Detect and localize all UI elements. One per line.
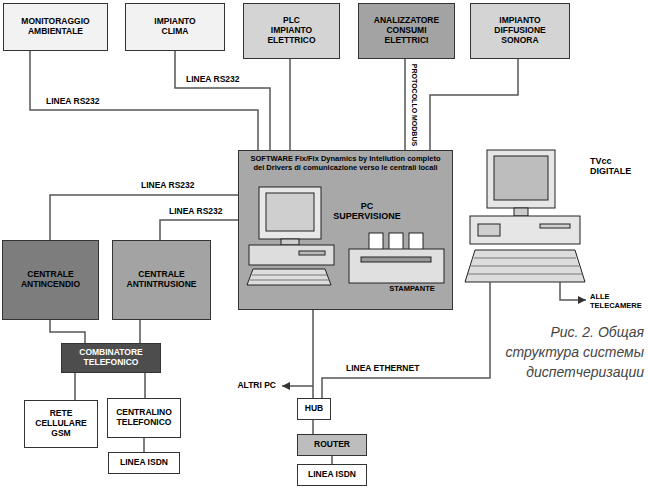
connector [30, 51, 258, 150]
system-box: ANALIZZATORE CONSUMI ELETTRICI [358, 3, 455, 59]
keyboard-keys [468, 258, 582, 274]
note-label: LINEA ETHERNET [345, 364, 420, 374]
system-box: PLC IMPIANTO ELETTRICO [243, 3, 340, 59]
drive-slot [478, 224, 500, 236]
box-label: CENTRALE ANTINCENDIO [8, 270, 93, 290]
supervision-panel: SOFTWARE Fix/Fix Dynamics by Intellution… [238, 150, 453, 310]
connector [312, 310, 314, 398]
monitor-screen [266, 193, 314, 231]
tvcc-computer [465, 150, 585, 282]
box-label: ANALIZZATORE CONSUMI ELETTRICI [367, 16, 447, 45]
keyboard [465, 250, 585, 282]
text-slot: SOFTWARE Fix/Fix Dynamics by Intellution… [245, 155, 446, 172]
paper-sheet [389, 233, 403, 251]
text-slot: PC SUPERVISIONE [331, 201, 403, 222]
keyboard [247, 269, 331, 285]
monitor [487, 150, 555, 208]
system-box: CENTRALINO TELEFONICO [107, 398, 181, 438]
box-label: COMBINATORE TELEFONICO [67, 348, 155, 368]
system-box: RETE CELLULARE GSM [24, 400, 98, 448]
box-label: LINEA ISDN [120, 458, 168, 468]
connector [430, 59, 518, 150]
monitor-screen [494, 156, 548, 200]
text-slot: PROTOCOLLO MODBUS [410, 63, 418, 145]
connector [289, 59, 291, 150]
printer-label: STAMPANTE [379, 285, 445, 294]
drive-slot [299, 251, 325, 255]
connector [312, 420, 314, 434]
note-label: ALTRI PC [226, 381, 276, 391]
system-box: CENTRALE ANTINTRUSIONE [112, 240, 211, 320]
text-slot: Рис. 2. Общая структура системы диспетче… [500, 322, 644, 382]
connector [139, 320, 141, 343]
figure-caption: Рис. 2. Общая структура системы диспетче… [500, 322, 644, 382]
system-box: CENTRALE ANTINCENDIO [2, 240, 99, 320]
telecamere-arrow [560, 282, 586, 300]
altri-pc-arrow [282, 385, 313, 387]
text-slot: TVcc DIGITALE [590, 156, 645, 177]
text-slot: ALTRI PC [226, 381, 276, 391]
box-label: PLC IMPIANTO ELETTRICO [264, 16, 320, 45]
box-label: RETE CELLULARE GSM [30, 409, 92, 438]
box-label: CENTRALINO TELEFONICO [113, 408, 175, 428]
text-slot: LINEA RS232 [168, 207, 224, 217]
line-label: PROTOCOLLO MODBUS [410, 63, 418, 145]
text-slot: STAMPANTE [379, 285, 445, 294]
drive-slot [540, 224, 570, 228]
system-box: MONITORAGGIO AMBIENTALE [3, 3, 108, 51]
box-label: CENTRALE ANTINTRUSIONE [118, 270, 205, 290]
note-label: TVcc DIGITALE [590, 156, 645, 177]
pc-label: PC SUPERVISIONE [331, 201, 403, 222]
system-box: LINEA ISDN [297, 464, 367, 486]
line-label: LINEA RS232 [140, 181, 196, 191]
computer-case [249, 245, 334, 265]
connector [175, 51, 270, 150]
line-label: LINEA RS232 [168, 207, 224, 217]
paper-sheet [369, 233, 383, 251]
box-label: ROUTER [314, 440, 350, 450]
connector [74, 373, 76, 400]
text-slot: LINEA RS232 [140, 181, 196, 191]
system-box: LINEA ISDN [108, 452, 180, 474]
text-slot: ALLE TELECAMERE [590, 293, 646, 310]
connector [160, 220, 238, 240]
paper-sheet [409, 233, 423, 251]
connector [404, 59, 406, 150]
system-box: IMPIANTO DIFFUSIONE SONORA [470, 3, 570, 59]
keyboard-keys [250, 275, 329, 280]
note-label: ALLE TELECAMERE [590, 293, 646, 310]
connector [143, 438, 145, 452]
box-label: HUB [305, 404, 323, 414]
box-label: MONITORAGGIO AMBIENTALE [16, 17, 96, 37]
box-label: IMPIANTO DIFFUSIONE SONORA [487, 16, 553, 45]
connector [144, 373, 146, 398]
connector [50, 320, 85, 343]
line-label: LINEA RS232 [45, 97, 101, 107]
printer-slot [361, 257, 431, 262]
text-slot: LINEA ETHERNET [345, 364, 420, 374]
system-box: HUB [297, 398, 331, 420]
box-label: LINEA ISDN [308, 470, 356, 480]
connector [331, 456, 333, 464]
system-box: COMBINATORE TELEFONICO [61, 343, 161, 373]
line-label: LINEA RS232 [185, 75, 241, 85]
monitor-stand [514, 208, 528, 216]
text-slot: LINEA RS232 [45, 97, 101, 107]
system-box: ROUTER [297, 434, 367, 456]
computer-case [470, 216, 580, 244]
monitor-stand [281, 239, 299, 245]
software-note: SOFTWARE Fix/Fix Dynamics by Intellution… [245, 155, 446, 172]
system-box: IMPIANTO CLIMA [125, 3, 225, 51]
text-slot: LINEA RS232 [185, 75, 241, 85]
printer [349, 249, 444, 283]
connector [50, 195, 238, 240]
monitor [259, 187, 321, 239]
box-label: IMPIANTO CLIMA [145, 17, 205, 37]
